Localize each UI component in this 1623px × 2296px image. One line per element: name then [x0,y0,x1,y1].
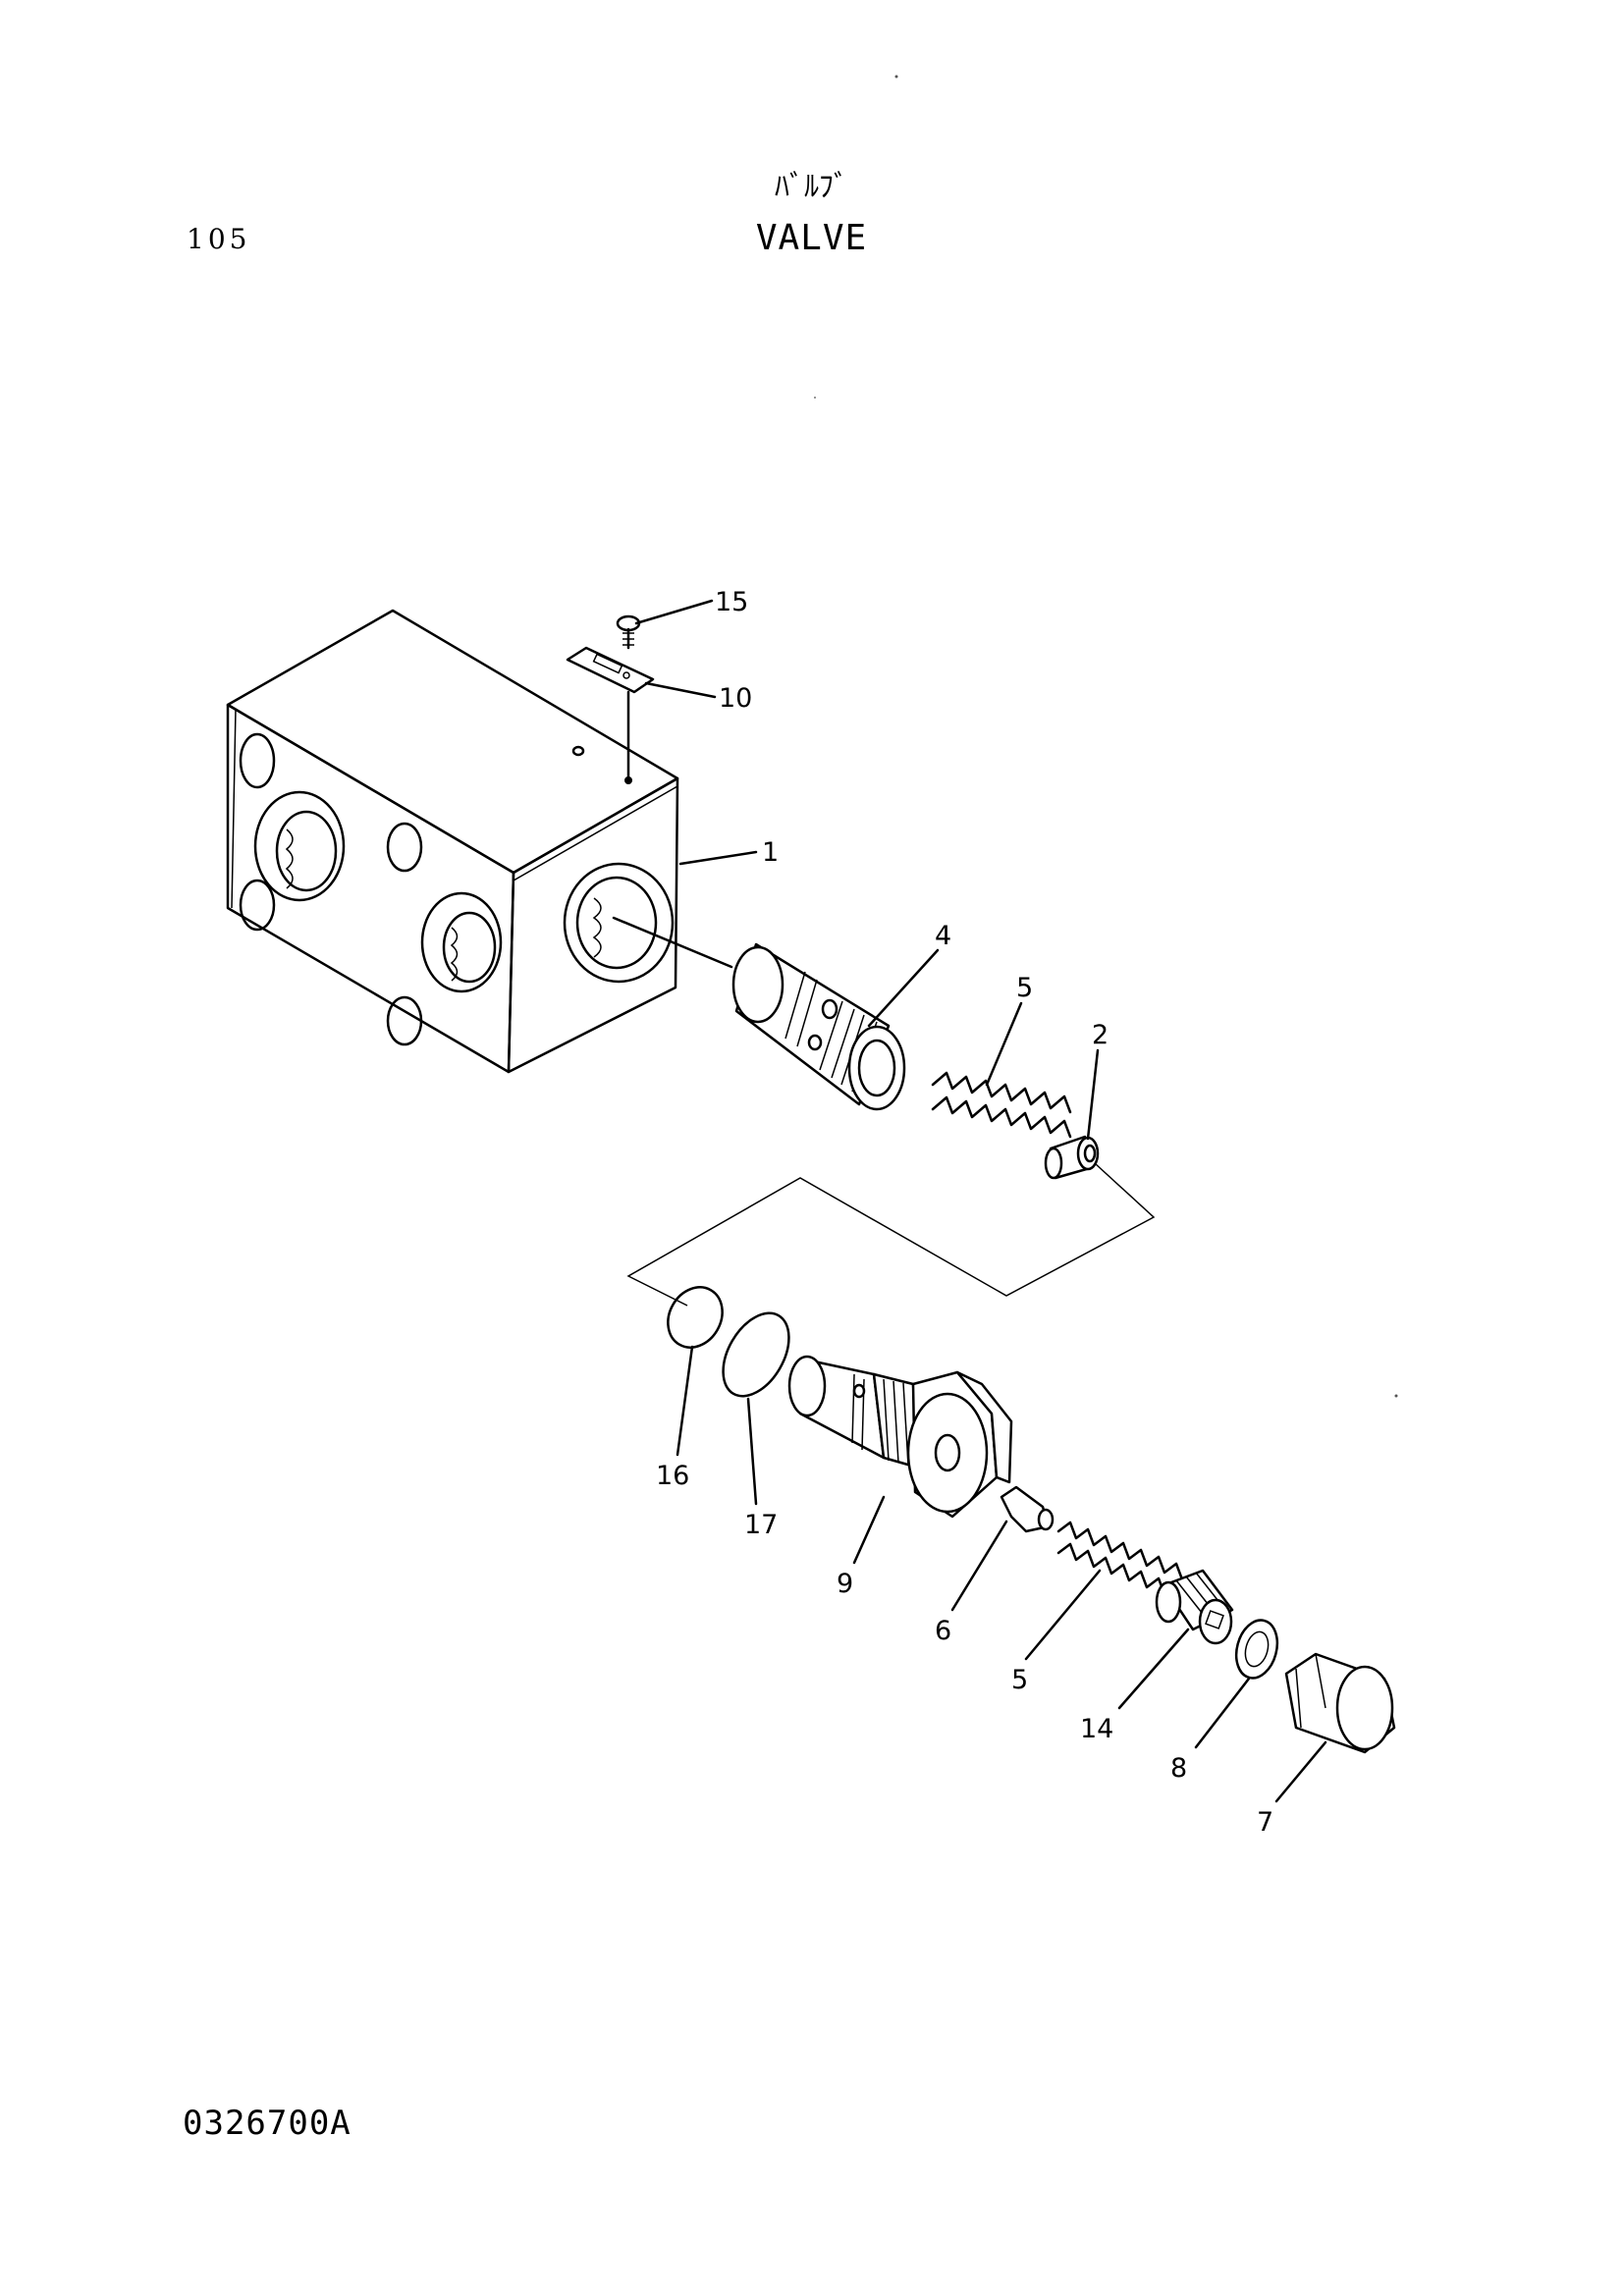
cartridge-body-part [787,1355,1013,1519]
adjusting-screw-part [1155,1569,1234,1645]
callout-17: 17 [744,1510,778,1540]
callout-2: 2 [1092,1020,1109,1050]
valve-body [226,609,679,1074]
callout-16: 16 [656,1461,689,1491]
callout-6: 6 [935,1616,951,1646]
plug-part [1044,1135,1100,1180]
callout-7: 7 [1257,1807,1273,1838]
callout-15: 15 [715,587,748,617]
o-ring-17-part [722,1311,790,1398]
cap-nut-part [1284,1652,1396,1754]
screw-part [616,614,641,650]
callout-14: 14 [1080,1714,1113,1744]
drawing-code: 0326700A [183,2104,352,2143]
callout-10: 10 [719,683,752,714]
washer-part [1234,1619,1279,1680]
callout-9: 9 [837,1569,853,1599]
callout-5-upper: 5 [1016,973,1033,1003]
poppet-part [1000,1485,1055,1533]
spool-sleeve-part [731,942,906,1111]
callout-8: 8 [1170,1753,1187,1784]
title-japanese: ﾊﾞﾙﾌﾞ [775,170,848,204]
spring-upper-part [931,1071,1072,1139]
page-number: 105 [187,223,251,255]
callout-5-lower: 5 [1011,1665,1028,1695]
page-title: VALVE [755,218,868,258]
name-plate-part [566,646,655,780]
o-ring-16-part [667,1286,724,1349]
callout-1: 1 [762,837,779,868]
callout-4: 4 [935,921,951,951]
